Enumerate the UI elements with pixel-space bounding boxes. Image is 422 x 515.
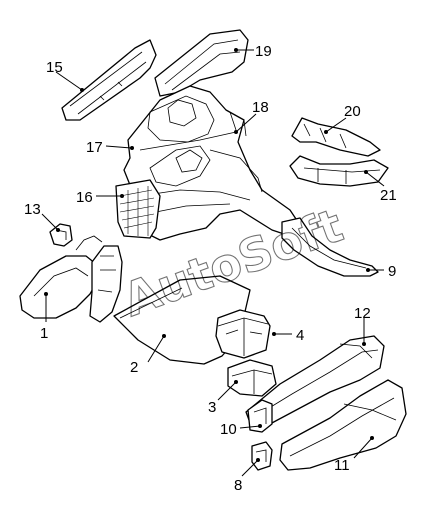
callout-15: 15	[46, 59, 63, 76]
callout-4: 4	[296, 327, 304, 344]
callout-11: 12	[354, 305, 371, 322]
part-9-lower-rail	[281, 217, 379, 277]
callout-1: 1	[40, 325, 48, 342]
callout-19: 19	[255, 43, 272, 60]
callout-3: 3	[208, 399, 216, 416]
callout-10: 10	[220, 421, 237, 438]
part-20-bracket	[291, 117, 381, 157]
callout-16: 16	[76, 189, 93, 206]
callout-8: 8	[234, 477, 242, 494]
part-12-lower-rail	[279, 379, 407, 471]
callout-12: 11	[334, 457, 350, 474]
callout-20: 20	[344, 103, 361, 120]
callout-13: 13	[24, 201, 41, 218]
part-21-bracket	[289, 155, 389, 187]
callout-21: 21	[380, 187, 397, 204]
part-1-wheelhouse	[19, 235, 123, 323]
callout-17: 17	[86, 139, 103, 156]
part-3-bracket	[227, 359, 277, 397]
part-19-upper-rail	[154, 29, 249, 97]
callout-2: 2	[130, 359, 138, 376]
part-15-upper-rail	[61, 39, 157, 121]
leader-lines	[41, 48, 385, 477]
part-16-bracket	[115, 179, 161, 239]
part-8-plate	[251, 441, 273, 471]
part-4-box	[215, 309, 271, 359]
part-10-bracket	[247, 399, 273, 433]
callout-18: 18	[252, 99, 269, 116]
callout-9: 9	[388, 263, 396, 280]
part-13-clip	[49, 223, 73, 247]
